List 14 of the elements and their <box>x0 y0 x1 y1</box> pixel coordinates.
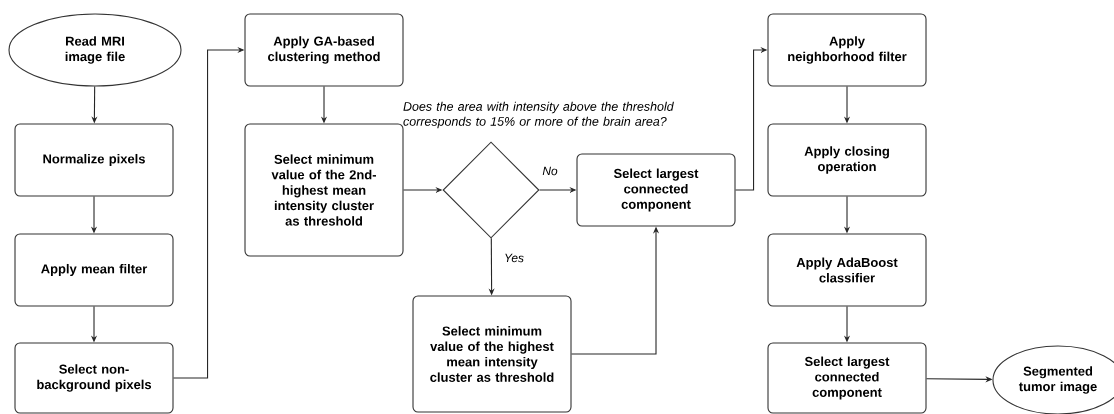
process-box: Apply GA-based clustering method <box>244 13 404 87</box>
process-box: Normalize pixels <box>14 123 174 197</box>
process-box: Select non-background pixels <box>14 342 174 414</box>
process-box: Select largest connected component <box>767 342 927 414</box>
process-box: Select minimum value of the highest mean intensity cluster as threshold <box>412 295 572 413</box>
process-box: Apply mean filter <box>14 233 174 307</box>
process-box: Apply closing operation <box>767 123 927 197</box>
edge-label: Yes <box>503 252 525 264</box>
question-text: Does the area with intensity above the threshold corresponds to 15% or more of the brain area? <box>403 101 674 129</box>
process-box: Select largest connected component <box>576 153 736 227</box>
process-box: Apply neighborhood filter <box>767 13 927 87</box>
process-box: Apply AdaBoost classifier <box>767 233 927 307</box>
process-box: Select minimum value of the 2nd-highest mean intensity cluster as threshold <box>244 123 404 257</box>
edge-label: No <box>541 165 559 177</box>
